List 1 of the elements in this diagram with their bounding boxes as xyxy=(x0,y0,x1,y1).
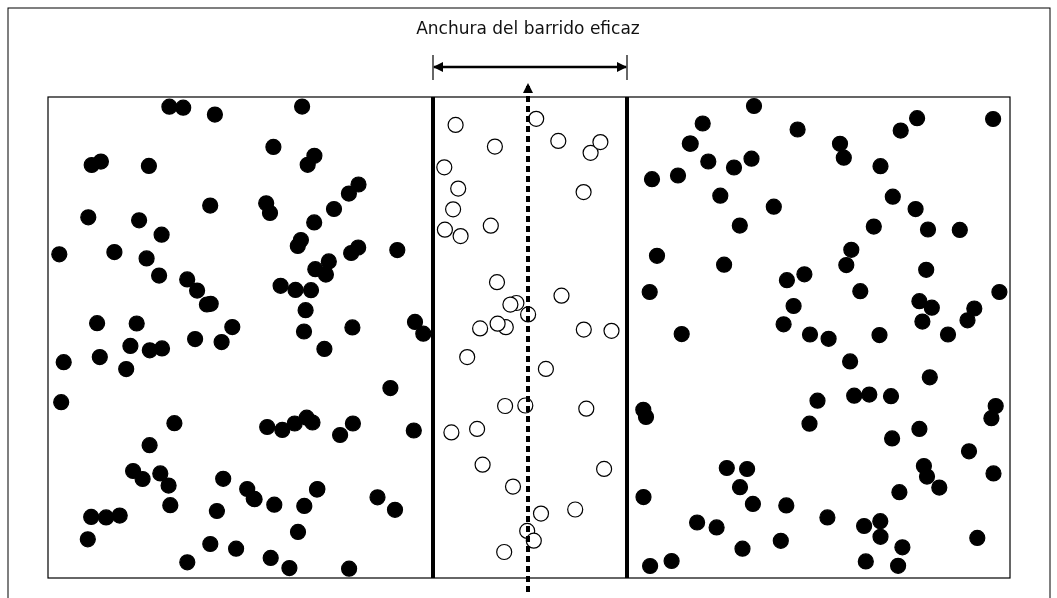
dimension-label: Anchura del barrido eficaz xyxy=(415,18,641,38)
